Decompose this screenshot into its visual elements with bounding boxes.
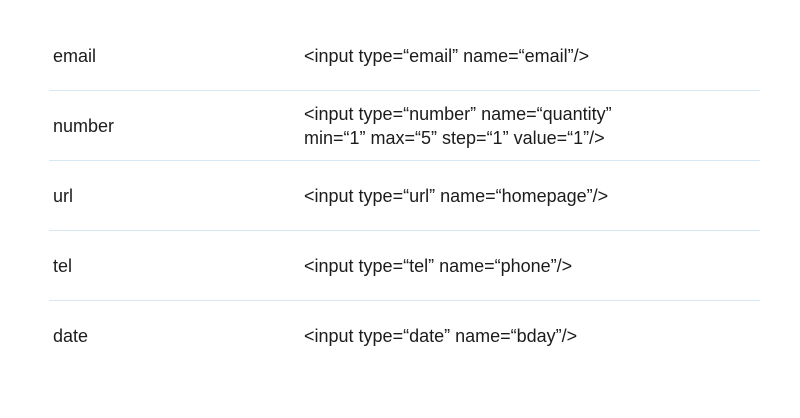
table-row-url: url <input type=“url” name=“homepage”/> [49, 161, 760, 231]
input-code-example: <input type=“url” name=“homepage”/> [304, 185, 609, 206]
input-code-example: <input type=“tel” name=“phone”/> [304, 255, 573, 276]
input-type-label: url [53, 185, 74, 206]
input-types-table: email <input type=“email” name=“email”/>… [49, 21, 760, 371]
table-row-tel: tel <input type=“tel” name=“phone”/> [49, 231, 760, 301]
table-row-number: number <input type=“number” name=“quanti… [49, 91, 760, 161]
input-code-example: <input type=“email” name=“email”/> [304, 45, 590, 66]
table-row-email: email <input type=“email” name=“email”/> [49, 21, 760, 91]
input-code-example: <input type=“date” name=“bday”/> [304, 326, 578, 346]
input-type-label: tel [53, 255, 73, 276]
table-row-date: date <input type=“date” name=“bday”/> [49, 301, 760, 371]
input-type-label: email [53, 45, 97, 66]
input-code-example: <input type=“number” name=“quantity” min… [304, 103, 612, 148]
input-type-label: date [53, 326, 89, 346]
input-type-label: number [53, 115, 115, 136]
